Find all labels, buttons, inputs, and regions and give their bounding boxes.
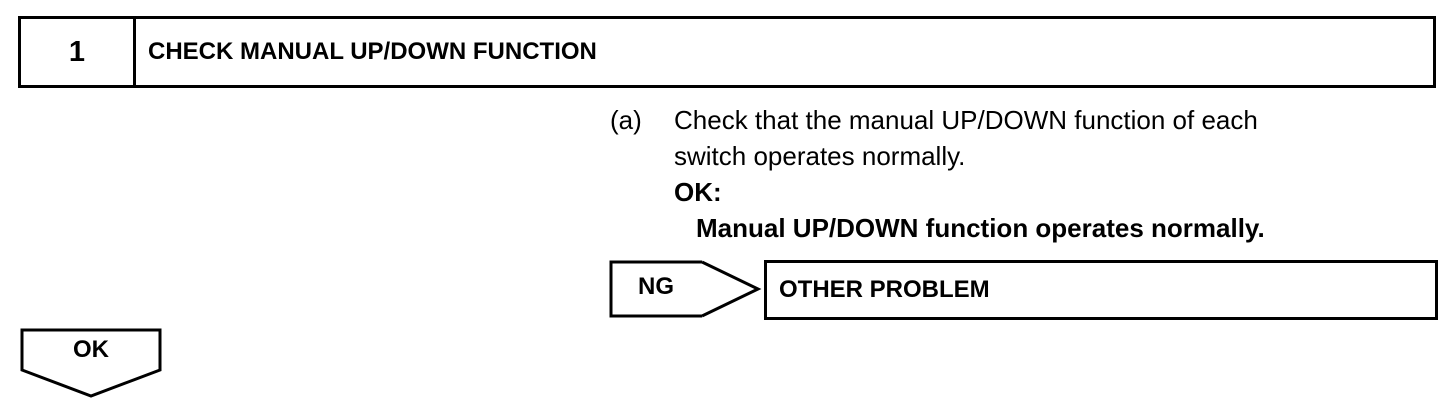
ok-arrow-label: OK	[73, 336, 109, 363]
ng-arrow-shape	[609, 260, 762, 318]
step-number: 1	[21, 19, 136, 85]
instruction-line-2: switch operates normally.	[674, 141, 966, 171]
ok-arrow-shape	[20, 328, 162, 398]
ok-condition-label: OK:	[674, 177, 722, 207]
instruction-marker: (a)	[610, 105, 642, 135]
ng-label: NG	[638, 273, 674, 300]
instruction-block: (a) Check that the manual UP/DOWN functi…	[610, 102, 1410, 246]
ok-condition-criteria: Manual UP/DOWN function operates normall…	[696, 213, 1265, 243]
ng-branch: NG OTHER PROBLEM	[608, 260, 1438, 322]
ng-result-box: OTHER PROBLEM	[764, 260, 1438, 320]
ok-branch: OK	[20, 328, 162, 398]
instruction-body: Check that the manual UP/DOWN function o…	[674, 102, 1410, 246]
instruction-line-1: Check that the manual UP/DOWN function o…	[674, 105, 1258, 135]
step-title: CHECK MANUAL UP/DOWN FUNCTION	[148, 38, 597, 65]
step-header: 1 CHECK MANUAL UP/DOWN FUNCTION	[18, 16, 1436, 88]
